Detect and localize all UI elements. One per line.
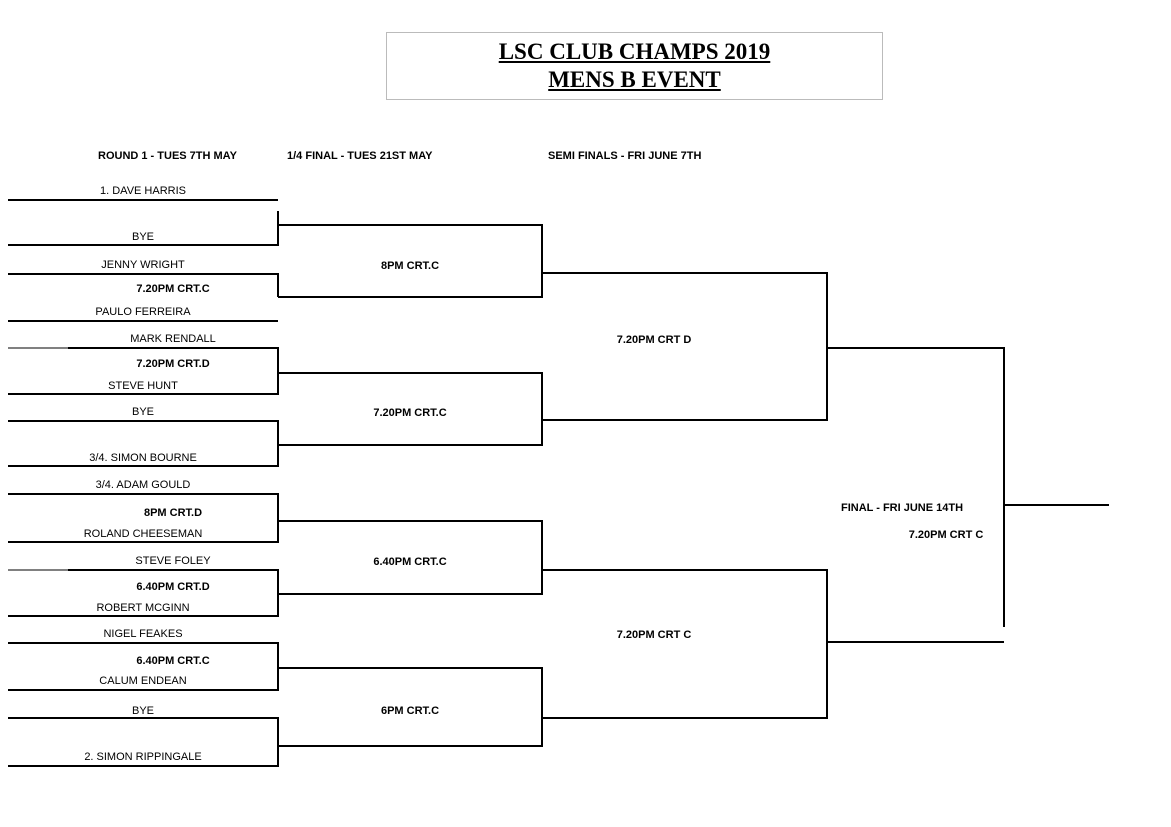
semi-boxes	[542, 272, 828, 719]
title-box: LSC CLUB CHAMPS 2019 MENS B EVENT	[386, 32, 883, 100]
player-5: MARK RENDALL	[130, 333, 216, 345]
player-8: 3/4. SIMON BOURNE	[89, 452, 197, 464]
player-16: 2. SIMON RIPPINGALE	[84, 751, 202, 763]
player-4: PAULO FERREIRA	[95, 306, 191, 318]
player-7: BYE	[131, 406, 155, 418]
quarter-time-3: 6.40PM CRT.C	[373, 556, 447, 568]
round1-time-1: 7.20PM CRT.C	[136, 283, 210, 295]
semi-time-1: 7.20PM CRT D	[616, 334, 692, 346]
title-line-1: LSC CLUB CHAMPS 2019	[498, 39, 771, 64]
player-10: ROLAND CHEESEMAN	[83, 528, 203, 540]
round1-header: ROUND 1 - TUES 7TH MAY	[98, 150, 237, 162]
quarter-time-1: 8PM CRT.C	[380, 260, 440, 272]
final-box	[827, 347, 1109, 643]
quarter-final-header: 1/4 FINAL - TUES 21ST MAY	[287, 150, 433, 162]
quarter-time-4: 6PM CRT.C	[380, 705, 440, 717]
player-14: CALUM ENDEAN	[99, 675, 187, 687]
final-time: 7.20PM CRT C	[908, 529, 984, 541]
player-11: STEVE FOLEY	[135, 555, 211, 567]
title-line-2: MENS B EVENT	[548, 67, 721, 92]
player-13: NIGEL FEAKES	[103, 628, 183, 640]
quarter-time-2: 7.20PM CRT.C	[373, 407, 447, 419]
quarter-boxes	[278, 224, 543, 747]
player-12: ROBERT MCGINN	[96, 602, 190, 614]
round1-time-3: 8PM CRT.D	[143, 507, 203, 519]
player-15: BYE	[131, 705, 155, 717]
semi-final-header: SEMI FINALS - FRI JUNE 7TH	[548, 150, 702, 162]
round1-time-2: 7.20PM CRT.D	[136, 358, 210, 370]
player-1: 1. DAVE HARRIS	[100, 185, 186, 197]
player-3: JENNY WRIGHT	[101, 259, 185, 271]
player-2: BYE	[131, 231, 155, 243]
round1-time-5: 6.40PM CRT.C	[136, 655, 210, 667]
final-label: FINAL - FRI JUNE 14TH	[840, 502, 964, 514]
semi-time-2: 7.20PM CRT C	[616, 629, 692, 641]
round1-time-4: 6.40PM CRT.D	[136, 581, 210, 593]
player-9: 3/4. ADAM GOULD	[95, 479, 191, 491]
player-6: STEVE HUNT	[108, 380, 178, 392]
